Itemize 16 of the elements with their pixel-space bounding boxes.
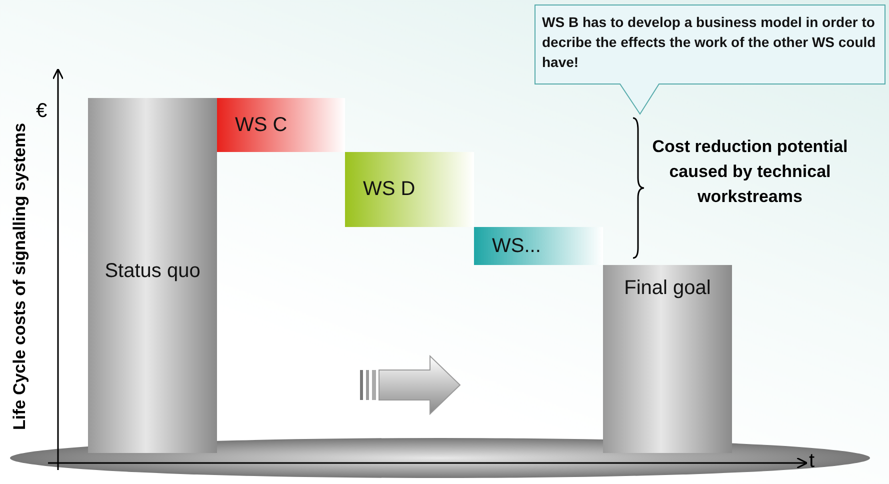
bar-label: WS C xyxy=(235,114,288,136)
waterfall-step xyxy=(345,152,474,227)
axis-title: Life Cycle costs of signalling systems xyxy=(10,121,30,432)
callout-text: WS B has to develop a business model in order to decribe the effects the work of the other WS could have! xyxy=(541,13,877,72)
bar-label: WS D xyxy=(363,178,416,201)
waterfall-step xyxy=(217,98,345,152)
speech-bubble xyxy=(534,4,886,116)
bar-label: WS... xyxy=(492,234,541,258)
bar-label: Final goal xyxy=(623,277,712,300)
cost-bar xyxy=(603,265,732,453)
cost-bar xyxy=(88,98,217,453)
annotation-text: Cost reduction potential caused by technical workstreams xyxy=(651,136,849,208)
bar-label: Status quo xyxy=(104,260,202,283)
axis-title: t xyxy=(809,450,815,473)
currency-symbol: € xyxy=(36,100,48,123)
waterfall-step xyxy=(474,227,603,265)
